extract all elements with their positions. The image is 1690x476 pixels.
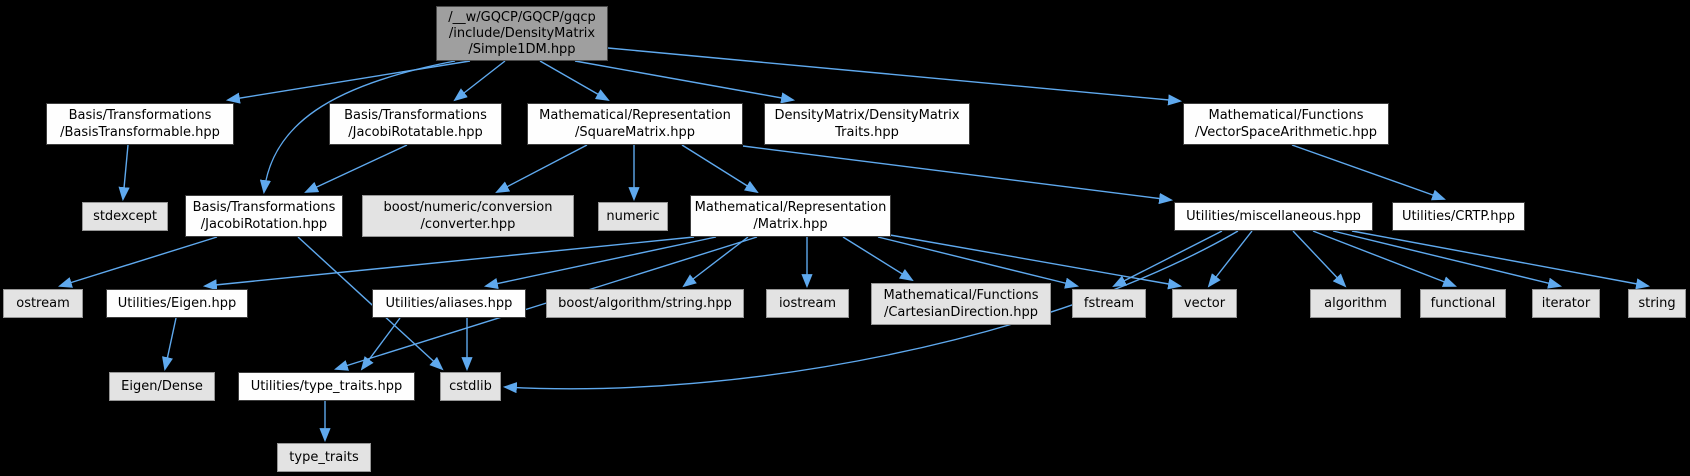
edge-matrix-to-vector	[889, 234, 1183, 290]
edge-matrix-to-fstream	[877, 236, 1080, 289]
node-label-line: cstdlib	[449, 379, 492, 394]
node-crtp[interactable]: Utilities/CRTP.hpp	[1392, 202, 1525, 231]
edge-miscellaneous-to-string	[1351, 230, 1651, 290]
node-numeric: numeric	[598, 202, 668, 231]
node-label-line: Utilities/type_traits.hpp	[250, 379, 403, 394]
node-label-line: Utilities/CRTP.hpp	[1401, 209, 1516, 224]
node-cstdlib: cstdlib	[440, 372, 501, 401]
edge-square_matrix-to-matrix	[681, 144, 759, 194]
edge-miscellaneous-to-vector	[1207, 230, 1253, 288]
node-jacobi_rotation[interactable]: Basis/Transformations/JacobiRotation.hpp	[185, 195, 343, 237]
edge-square_matrix-to-miscellaneous	[742, 145, 1174, 205]
node-label-line: /JacobiRotatable.hpp	[348, 125, 483, 140]
edge-jacobi_rotation-to-cstdlib	[297, 236, 444, 371]
node-label-line: Utilities/miscellaneous.hpp	[1186, 209, 1361, 224]
node-aliases[interactable]: Utilities/aliases.hpp	[372, 289, 526, 318]
node-label-line: /VectorSpaceArithmetic.hpp	[1195, 125, 1377, 140]
node-label-line: /JacobiRotation.hpp	[200, 217, 328, 232]
node-vector_space_arithmetic[interactable]: Mathematical/Functions/VectorSpaceArithm…	[1183, 103, 1389, 145]
node-label-line: /SquareMatrix.hpp	[575, 125, 695, 140]
node-label-line: /BasisTransformable.hpp	[60, 125, 220, 140]
node-iostream: iostream	[766, 289, 849, 318]
edge-aliases-to-type_traits_hpp	[360, 317, 401, 371]
node-label-line: /include/DensityMatrix	[448, 25, 596, 41]
node-eigen_dense: Eigen/Dense	[109, 372, 215, 401]
node-label-line: string	[1638, 296, 1676, 311]
node-string: string	[1628, 289, 1686, 318]
node-label-line: vector	[1183, 296, 1226, 311]
edge-matrix-to-aliases	[483, 236, 717, 289]
node-label-line: numeric	[606, 209, 660, 224]
edge-simple1dm-to-jacobi_rotatable	[453, 60, 506, 102]
node-label-line: DensityMatrix/DensityMatrix	[774, 108, 960, 123]
node-vector: vector	[1172, 289, 1237, 318]
edge-jacobi_rotatable-to-jacobi_rotation	[304, 144, 408, 193]
edge-matrix-to-eigen_hpp	[202, 236, 695, 291]
edge-square_matrix-to-converter	[495, 144, 588, 193]
node-label-line: /converter.hpp	[420, 217, 516, 232]
edge-matrix-to-boost_string	[682, 236, 749, 288]
node-label-line: Basis/Transformations	[344, 108, 487, 123]
edge-miscellaneous-to-fstream	[1112, 230, 1223, 287]
node-label-line: /__w/GQCP/GQCP/gqcp	[448, 9, 596, 25]
node-cartesian_direction: Mathematical/Functions/CartesianDirectio…	[871, 283, 1051, 325]
node-jacobi_rotatable[interactable]: Basis/Transformations/JacobiRotatable.hp…	[329, 103, 502, 145]
edge-miscellaneous-to-algorithm	[1292, 230, 1347, 288]
node-label-line: /CartesianDirection.hpp	[883, 305, 1039, 320]
node-label-line: Traits.hpp	[835, 125, 899, 140]
node-label-line: iostream	[778, 296, 837, 311]
node-label-line: Mathematical/Functions	[1208, 108, 1364, 123]
node-boost_string: boost/algorithm/string.hpp	[546, 289, 744, 318]
node-label-line: Basis/Transformations	[68, 108, 212, 123]
edge-simple1dm-to-jacobi_rotation	[259, 60, 456, 195]
node-label-line: boost/algorithm/string.hpp	[558, 296, 732, 311]
edge-simple1dm-to-square_matrix	[539, 60, 610, 102]
node-label-line: ostream	[16, 296, 70, 311]
node-label-line: Mathematical/Representation	[539, 108, 731, 123]
node-fstream: fstream	[1072, 289, 1146, 318]
node-simple1dm: /__w/GQCP/GQCP/gqcp/include/DensityMatri…	[436, 6, 608, 61]
node-converter: boost/numeric/conversion/converter.hpp	[362, 195, 574, 237]
node-functional: functional	[1420, 289, 1506, 318]
node-type_traits_hpp[interactable]: Utilities/type_traits.hpp	[238, 372, 415, 401]
node-matrix[interactable]: Mathematical/Representation/Matrix.hpp	[690, 195, 891, 237]
node-label-line: Eigen/Dense	[121, 379, 203, 394]
node-label-line: Utilities/Eigen.hpp	[117, 296, 237, 311]
edge-miscellaneous-to-iterator	[1332, 230, 1563, 289]
edge-eigen_hpp-to-eigen_dense	[162, 317, 177, 372]
node-square_matrix[interactable]: Mathematical/Representation/SquareMatrix…	[527, 103, 743, 145]
node-type_traits: type_traits	[277, 443, 371, 472]
edge-miscellaneous-to-functional	[1312, 230, 1457, 287]
edge-matrix-to-cartesian_direction	[842, 236, 914, 282]
node-label-line: Basis/Transformations	[192, 200, 336, 215]
edge-miscellaneous-to-cstdlib	[502, 230, 1239, 394]
node-label-line: Utilities/aliases.hpp	[385, 296, 513, 311]
node-label-line: boost/numeric/conversion	[383, 200, 553, 215]
node-basis_transformable[interactable]: Basis/Transformations/BasisTransformable…	[46, 103, 234, 145]
node-algorithm: algorithm	[1310, 289, 1401, 318]
node-label-line: stdexcept	[93, 209, 157, 224]
edge-vector_space_arithmetic-to-crtp	[1291, 144, 1446, 201]
node-label-line: Mathematical/Representation	[694, 200, 887, 215]
node-label-line: algorithm	[1324, 296, 1387, 311]
node-ostream: ostream	[3, 289, 83, 318]
node-iterator: iterator	[1532, 289, 1600, 318]
edge-simple1dm-to-vector_space_arithmetic	[607, 47, 1183, 106]
edge-basis_transformable-to-stdexcept	[118, 144, 130, 202]
node-eigen_hpp[interactable]: Utilities/Eigen.hpp	[106, 289, 248, 318]
node-label-line: /Matrix.hpp	[753, 217, 828, 232]
edge-simple1dm-to-dm_traits	[574, 60, 796, 104]
node-label-line: fstream	[1083, 296, 1135, 311]
node-stdexcept: stdexcept	[82, 202, 168, 231]
node-label-line: Mathematical/Functions	[883, 288, 1039, 303]
node-miscellaneous[interactable]: Utilities/miscellaneous.hpp	[1174, 202, 1373, 231]
node-label-line: functional	[1430, 296, 1496, 311]
node-label-line: type_traits	[289, 450, 359, 465]
node-label-line: /Simple1DM.hpp	[468, 41, 576, 57]
node-label-line: iterator	[1541, 296, 1591, 311]
edge-simple1dm-to-basis_transformable	[225, 60, 471, 104]
edge-jacobi_rotation-to-ostream	[57, 236, 218, 288]
